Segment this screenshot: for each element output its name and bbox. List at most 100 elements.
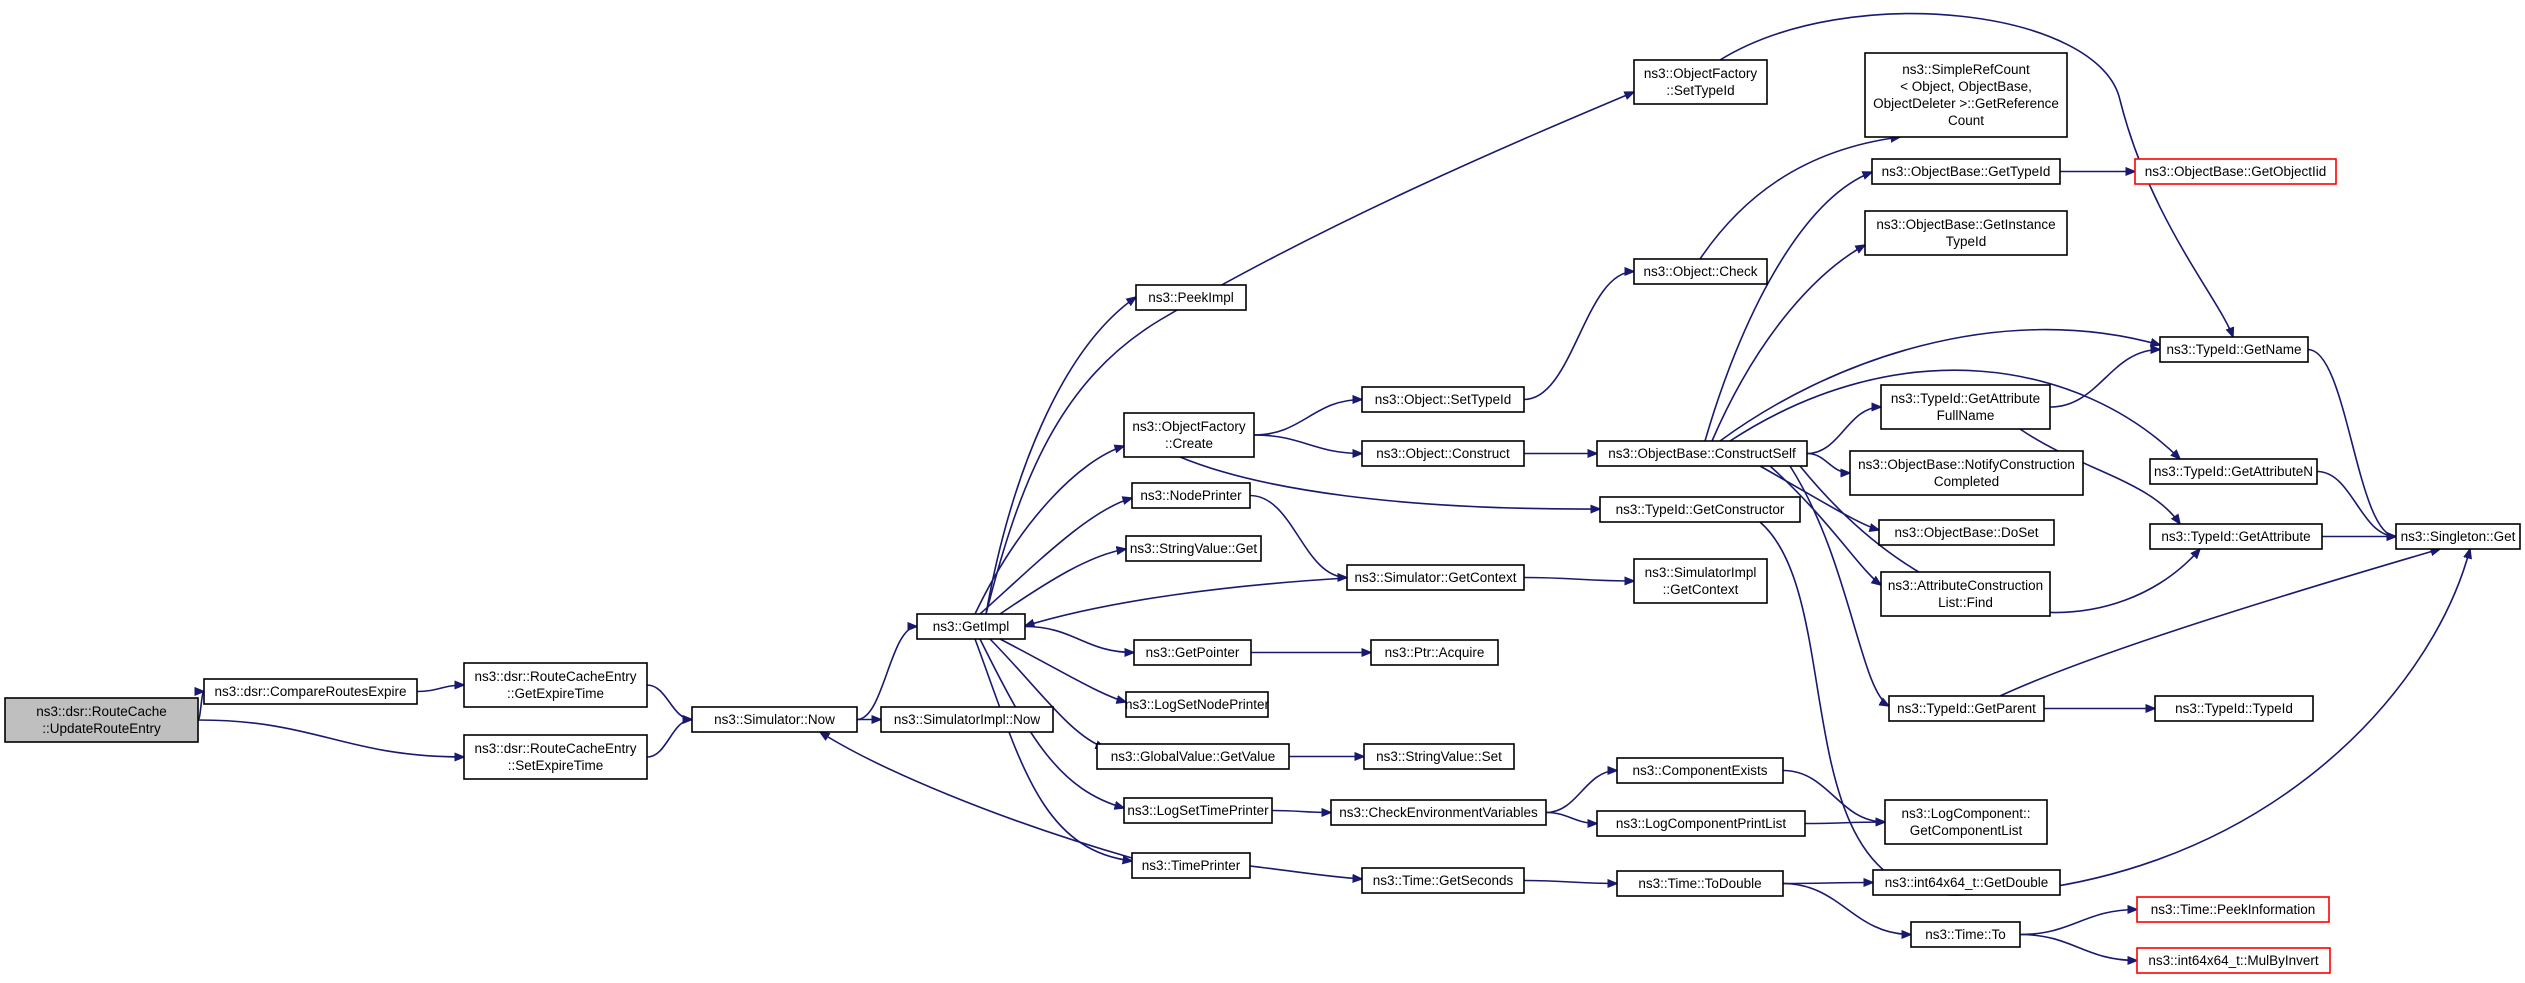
node-box[interactable] <box>1131 482 1251 509</box>
node-box[interactable] <box>4 697 199 743</box>
node-box[interactable] <box>1616 757 1784 784</box>
node-box[interactable] <box>1888 695 2045 722</box>
node-getcomponentlist[interactable]: ns3::LogComponent::GetComponentList <box>1884 799 2048 845</box>
node-box[interactable] <box>1361 867 1525 894</box>
node-box[interactable] <box>1131 852 1251 879</box>
node-box[interactable] <box>1872 869 2061 896</box>
node-box[interactable] <box>880 706 1054 733</box>
node-timeto[interactable]: ns3::Time::To <box>1910 921 2021 948</box>
node-box[interactable] <box>1135 284 1247 311</box>
node-box[interactable] <box>2159 336 2309 363</box>
node-typeidgetname[interactable]: ns3::TypeId::GetName <box>2159 336 2309 363</box>
node-timegetseconds[interactable]: ns3::Time::GetSeconds <box>1361 867 1525 894</box>
node-box[interactable] <box>1864 210 2068 256</box>
node-box[interactable] <box>691 706 858 733</box>
node-box[interactable] <box>463 734 648 780</box>
node-box[interactable] <box>1884 799 2048 845</box>
node-int64getdouble[interactable]: ns3::int64x64_t::GetDouble <box>1872 869 2061 896</box>
node-getimpl[interactable]: ns3::GetImpl <box>916 613 1026 640</box>
node-objconstruct[interactable]: ns3::Object::Construct <box>1361 440 1525 467</box>
node-box[interactable] <box>1123 412 1255 458</box>
node-box[interactable] <box>1910 921 2021 948</box>
node-root[interactable]: ns3::dsr::RouteCache::UpdateRouteEntry <box>4 697 199 743</box>
node-box[interactable] <box>2134 158 2337 185</box>
node-box[interactable] <box>2136 947 2331 974</box>
node-compare[interactable]: ns3::dsr::CompareRoutesExpire <box>203 678 418 705</box>
node-box[interactable] <box>1599 496 1801 523</box>
node-nodeprinter[interactable]: ns3::NodePrinter <box>1131 482 1251 509</box>
node-getattribute[interactable]: ns3::TypeId::GetAttribute <box>2149 523 2323 550</box>
node-typeidgetparent[interactable]: ns3::TypeId::GetParent <box>1888 695 2045 722</box>
node-box[interactable] <box>1361 386 1525 413</box>
node-box[interactable] <box>1878 519 2055 546</box>
node-box[interactable] <box>1133 639 1252 666</box>
node-box[interactable] <box>1096 743 1290 770</box>
node-simimplgetcontext[interactable]: ns3::SimulatorImpl::GetContext <box>1633 558 1768 604</box>
node-box[interactable] <box>1880 571 2051 617</box>
node-box[interactable] <box>203 678 418 705</box>
node-singletonget[interactable]: ns3::Singleton::Get <box>2395 523 2521 550</box>
node-box[interactable] <box>1596 810 1806 837</box>
node-box[interactable] <box>1880 384 2051 430</box>
node-simgetcontext[interactable]: ns3::Simulator::GetContext <box>1346 564 1525 591</box>
node-box[interactable] <box>1864 52 2068 138</box>
node-getpointer[interactable]: ns3::GetPointer <box>1133 639 1252 666</box>
node-logsetnodeprinter[interactable]: ns3::LogSetNodePrinter <box>1125 691 1270 718</box>
node-now[interactable]: ns3::Simulator::Now <box>691 706 858 733</box>
node-box[interactable] <box>2154 695 2314 722</box>
node-box[interactable] <box>2149 458 2318 485</box>
node-getconstructor[interactable]: ns3::TypeId::GetConstructor <box>1599 496 1801 523</box>
node-timetodouble[interactable]: ns3::Time::ToDouble <box>1616 870 1784 897</box>
node-obgettypeid[interactable]: ns3::ObjectBase::GetTypeId <box>1871 158 2061 185</box>
node-box[interactable] <box>1633 59 1768 105</box>
node-typeidtypeid[interactable]: ns3::TypeId::TypeId <box>2154 695 2314 722</box>
node-box[interactable] <box>2395 523 2521 550</box>
node-dosset[interactable]: ns3::ObjectBase::DoSet <box>1878 519 2055 546</box>
node-notifyconstruction[interactable]: ns3::ObjectBase::NotifyConstructionCompl… <box>1849 450 2084 496</box>
node-box[interactable] <box>1849 450 2084 496</box>
node-box[interactable] <box>1633 258 1768 285</box>
node-box[interactable] <box>1616 870 1784 897</box>
node-peekinformation[interactable]: ns3::Time::PeekInformation <box>2136 896 2330 923</box>
node-getattributen[interactable]: ns3::TypeId::GetAttributeN <box>2149 458 2318 485</box>
node-box[interactable] <box>1125 535 1262 562</box>
node-timeprinter[interactable]: ns3::TimePrinter <box>1131 852 1251 879</box>
node-box[interactable] <box>463 662 648 708</box>
node-setexpire[interactable]: ns3::dsr::RouteCacheEntry::SetExpireTime <box>463 734 648 780</box>
node-checkenv[interactable]: ns3::CheckEnvironmentVariables <box>1330 799 1547 826</box>
node-box[interactable] <box>1596 440 1808 467</box>
node-box[interactable] <box>916 613 1026 640</box>
node-logcomponentprintlist[interactable]: ns3::LogComponentPrintList <box>1596 810 1806 837</box>
node-simplerefcount[interactable]: ns3::SimpleRefCount< Object, ObjectBase,… <box>1864 52 2068 138</box>
node-box[interactable] <box>1370 639 1499 666</box>
node-box[interactable] <box>1361 440 1525 467</box>
node-componentexists[interactable]: ns3::ComponentExists <box>1616 757 1784 784</box>
node-box[interactable] <box>1633 558 1768 604</box>
node-stringvalueset[interactable]: ns3::StringValue::Set <box>1363 743 1515 770</box>
node-objsettypeid[interactable]: ns3::Object::SetTypeId <box>1361 386 1525 413</box>
node-getexpire[interactable]: ns3::dsr::RouteCacheEntry::GetExpireTime <box>463 662 648 708</box>
node-ofcreate[interactable]: ns3::ObjectFactory::Create <box>1123 412 1255 458</box>
node-box[interactable] <box>1125 691 1269 718</box>
node-box[interactable] <box>2149 523 2323 550</box>
node-objcheck[interactable]: ns3::Object::Check <box>1633 258 1768 285</box>
node-simimplnow[interactable]: ns3::SimulatorImpl::Now <box>880 706 1054 733</box>
node-box[interactable] <box>1346 564 1525 591</box>
node-ofsettypeid[interactable]: ns3::ObjectFactory::SetTypeId <box>1633 59 1768 105</box>
node-box[interactable] <box>1330 799 1547 826</box>
node-box[interactable] <box>2136 896 2330 923</box>
node-getobjectiid[interactable]: ns3::ObjectBase::GetObjectIid <box>2134 158 2337 185</box>
node-ptracquire[interactable]: ns3::Ptr::Acquire <box>1370 639 1499 666</box>
node-box[interactable] <box>1871 158 2061 185</box>
node-constructself[interactable]: ns3::ObjectBase::ConstructSelf <box>1596 440 1808 467</box>
node-mulbyinvert[interactable]: ns3::int64x64_t::MulByInvert <box>2136 947 2331 974</box>
node-stringvalueget[interactable]: ns3::StringValue::Get <box>1125 535 1262 562</box>
node-logsettimeprinter[interactable]: ns3::LogSetTimePrinter <box>1123 797 1273 824</box>
node-box[interactable] <box>1363 743 1515 770</box>
node-peekimpl[interactable]: ns3::PeekImpl <box>1135 284 1247 311</box>
node-box[interactable] <box>1123 797 1273 824</box>
node-gvgetvalue[interactable]: ns3::GlobalValue::GetValue <box>1096 743 1290 770</box>
